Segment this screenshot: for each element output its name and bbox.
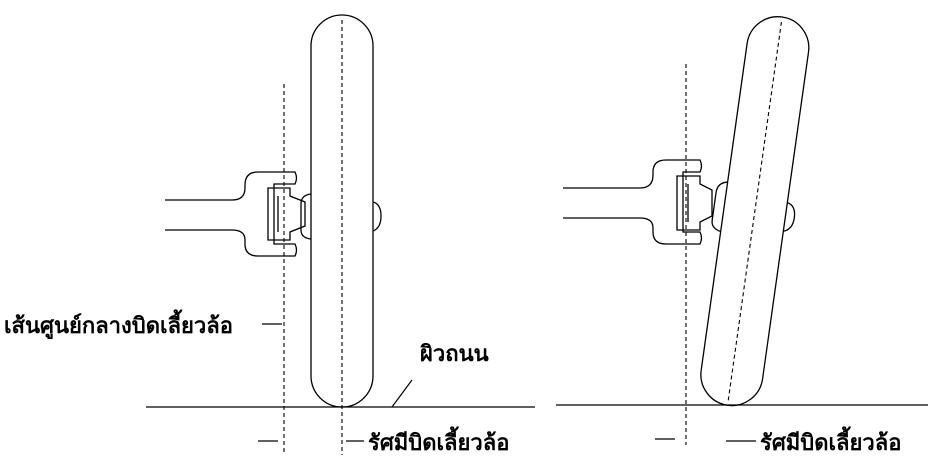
right-hub-outer xyxy=(783,201,796,232)
right-wheel-centerline xyxy=(727,21,782,401)
left-hub-inner xyxy=(300,193,312,240)
right-wheel xyxy=(700,16,810,407)
left-knuckle xyxy=(267,187,306,241)
right-knuckle xyxy=(676,175,713,231)
steering-axis-label: เส้นศูนย์กลางบิดเลี้ยวล้อ xyxy=(4,309,233,340)
right-figure: รัศมีบิดเลี้ยวล้อ xyxy=(556,16,928,456)
left-suspension-arm xyxy=(165,171,298,257)
scrub-radius-label-left: รัศมีบิดเลี้ยวล้อ xyxy=(368,426,509,456)
left-hub-outer xyxy=(372,201,382,232)
road-surface-label: ผิวถนน xyxy=(420,342,489,367)
right-wheel-group xyxy=(700,16,810,407)
left-figure: เส้นศูนย์กลางบิดเลี้ยวล้อ ผิวถนน รัศมีบิ… xyxy=(4,14,535,456)
right-suspension-arm xyxy=(563,159,703,245)
right-hub-inner xyxy=(711,181,728,233)
left-wheel xyxy=(310,14,374,408)
road-callout xyxy=(391,379,413,408)
scrub-radius-label-right: รัศมีบิดเลี้ยวล้อ xyxy=(760,426,901,456)
